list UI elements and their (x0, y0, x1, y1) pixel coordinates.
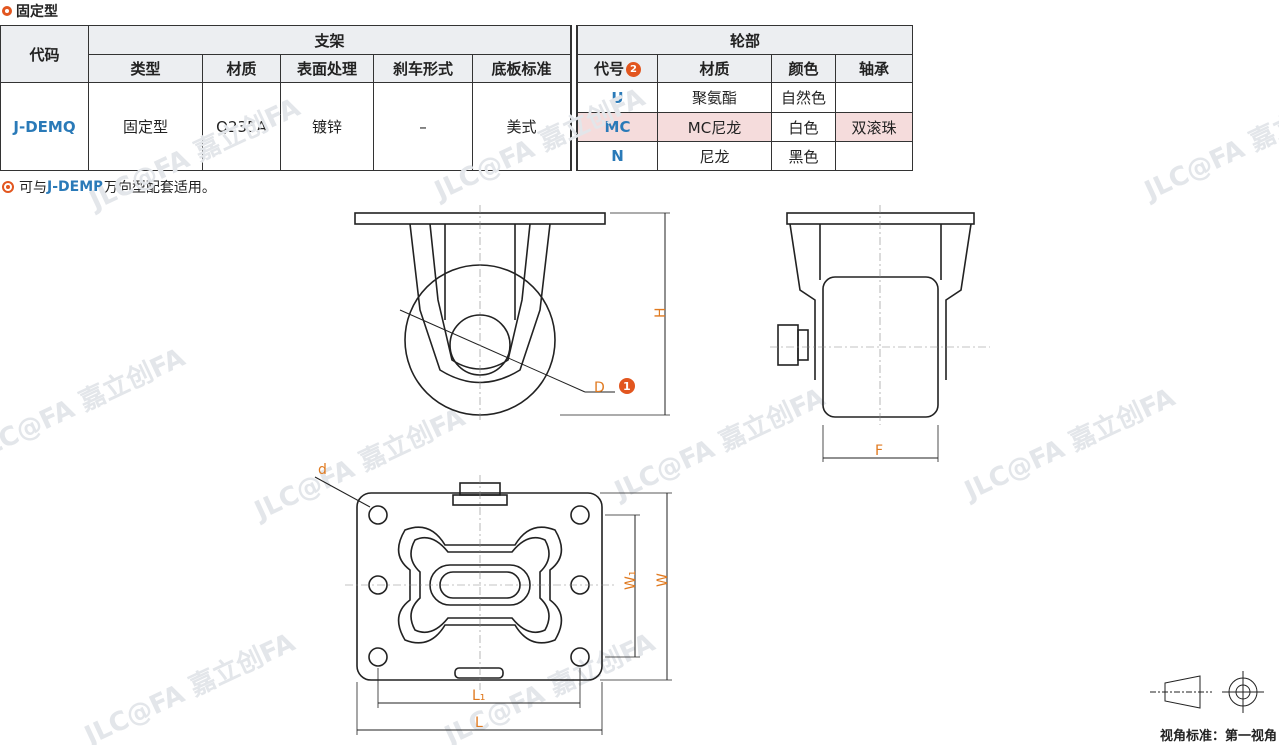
col-base-standard: 底板标准 (472, 54, 571, 83)
dim-l: L (475, 715, 483, 731)
dim-w1: W₁ (623, 571, 639, 590)
header-code: 代码 (0, 25, 89, 83)
col-surface: 表面处理 (280, 54, 374, 83)
section-title: 固定型 (2, 0, 58, 22)
cell-base-standard: 美式 (472, 82, 571, 171)
compat-link[interactable]: J-DEMR (47, 179, 104, 195)
col-wheel-color: 颜色 (771, 54, 836, 83)
wheel-material-n: 尼龙 (657, 141, 772, 171)
badge-2: 2 (626, 62, 641, 77)
svg-text:JLC@FA 嘉立创FA: JLC@FA 嘉立创FA (438, 627, 660, 745)
projection-symbol (1150, 671, 1264, 713)
wheel-bearing-mc: 双滚珠 (835, 112, 913, 142)
cell-surface: 镀锌 (280, 82, 374, 171)
top-view (314, 475, 672, 735)
section-title-text: 固定型 (16, 4, 58, 20)
wheel-color-u: 自然色 (771, 82, 836, 113)
svg-text:JLC@FA 嘉立创FA: JLC@FA 嘉立创FA (958, 382, 1180, 507)
col-wheel-material: 材质 (657, 54, 772, 83)
svg-text:JLC@FA 嘉立创FA: JLC@FA 嘉立创FA (1138, 82, 1279, 207)
dim-d-wheel: D (594, 380, 605, 396)
wheel-code-u: U (577, 82, 658, 113)
badge-1-icon (619, 378, 635, 394)
cell-type: 固定型 (88, 82, 203, 171)
view-standard-label: 视角标准：第一视角 (1159, 729, 1277, 744)
dim-d-hole: d (318, 462, 327, 478)
dim-w: W (655, 573, 671, 587)
header-bracket: 支架 (88, 25, 571, 55)
cell-material: Q235A (202, 82, 281, 171)
wheel-bearing-n (835, 141, 913, 171)
compat-note: 可与 J-DEMR 万向型配套适用。 (2, 177, 216, 197)
note-suffix: 万向型配套适用。 (103, 180, 216, 196)
dim-l1: L₁ (472, 688, 485, 704)
svg-text:JLC@FA 嘉立创FA: JLC@FA 嘉立创FA (0, 342, 190, 467)
wheel-color-mc: 白色 (771, 112, 836, 142)
ring-icon (2, 6, 12, 16)
svg-text:JLC@FA 嘉立创FA: JLC@FA 嘉立创FA (248, 402, 470, 527)
cell-brake: – (373, 82, 473, 171)
front-view (354, 205, 670, 420)
svg-text:JLC@FA 嘉立创FA: JLC@FA 嘉立创FA (78, 627, 300, 745)
svg-text:1: 1 (623, 380, 631, 393)
svg-text:JLC@FA 嘉立创FA: JLC@FA 嘉立创FA (608, 382, 830, 507)
table-separator (571, 24, 578, 171)
dim-f: F (875, 443, 883, 459)
note-prefix: 可与 (19, 180, 47, 196)
svg-text:JLC@FA 嘉立创FA: JLC@FA 嘉立创FA (83, 92, 305, 217)
header-wheel: 轮部 (577, 25, 913, 55)
wheel-color-n: 黑色 (771, 141, 836, 171)
watermark: JLC@FA 嘉立创FA JLC@FA 嘉立创FA JLC@FA 嘉立创FA J… (0, 82, 1279, 745)
product-code: J-DEMQ (0, 82, 89, 171)
col-type: 类型 (88, 54, 203, 83)
wheel-material-u: 聚氨酯 (657, 82, 772, 113)
col-brake: 刹车形式 (373, 54, 473, 83)
col-material: 材质 (202, 54, 281, 83)
wheel-bearing-u (835, 82, 913, 113)
wheel-code-n: N (577, 141, 658, 171)
svg-text:JLC@FA 嘉立创FA: JLC@FA 嘉立创FA (428, 82, 650, 207)
side-view (770, 205, 990, 462)
bullet-icon (2, 181, 14, 193)
dim-h: H (653, 307, 669, 318)
